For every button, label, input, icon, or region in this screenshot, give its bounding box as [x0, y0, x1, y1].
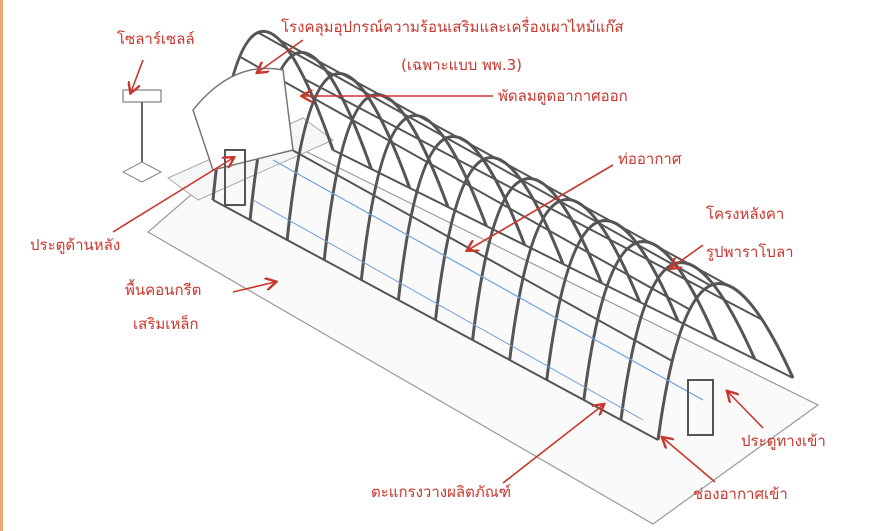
roof-purlin	[212, 199, 659, 441]
label-air-inlet: ช่องอากาศเข้า	[693, 485, 788, 503]
entrance-door	[687, 379, 714, 436]
roof-purlin	[332, 149, 794, 379]
label-exhaust-fan: พัดลมดูดอากาศออก	[498, 87, 628, 105]
label-heater-house-note: (เฉพาะแบบ พพ.3)	[401, 56, 522, 74]
arrow-rear-door	[112, 158, 233, 233]
arrow-concrete-floor	[232, 282, 275, 293]
label-concrete-floor-2: เสริมเหล็ก	[133, 315, 199, 333]
greenhouse-drawing	[112, 30, 820, 525]
air-duct-line	[252, 199, 644, 421]
solar-panel	[122, 89, 162, 103]
label-heater-house: โรงคลุมอุปกรณ์ความร้อนเสริมและเครื่องเผา…	[281, 18, 624, 36]
roof-purlin	[224, 111, 673, 362]
arrow-heater-house	[258, 39, 304, 72]
label-roof-frame-2: รูปพาราโบลา	[706, 243, 794, 261]
air-duct-line	[272, 159, 704, 401]
arrow-product-rack	[502, 405, 603, 484]
roof-purlin	[304, 78, 763, 321]
label-entrance-door: ประตูทางเข้า	[741, 432, 826, 450]
arrow-entrance-door	[728, 392, 764, 429]
label-product-rack: ตะแกรงวางผลิตภัณฑ์	[371, 483, 512, 501]
roof-purlin	[257, 31, 711, 287]
label-roof-frame-1: โครงหลังคา	[706, 205, 785, 223]
solar-base	[121, 161, 163, 183]
arrow-roof-frame	[671, 244, 704, 268]
arrow-solar-cell	[131, 59, 144, 92]
label-air-duct: ท่ออากาศ	[618, 150, 682, 168]
roof-purlin	[239, 55, 691, 311]
arrow-air-inlet	[663, 438, 716, 483]
label-rear-door: ประตูด้านหลัง	[30, 236, 121, 254]
rear-door	[224, 149, 246, 206]
arrow-air-duct	[468, 164, 614, 250]
heater-house	[192, 67, 294, 171]
label-solar-cell: โซลาร์เซลล์	[117, 30, 195, 48]
roof-purlin	[279, 39, 736, 290]
label-concrete-floor-1: พื้นคอนกรีต	[125, 281, 202, 299]
